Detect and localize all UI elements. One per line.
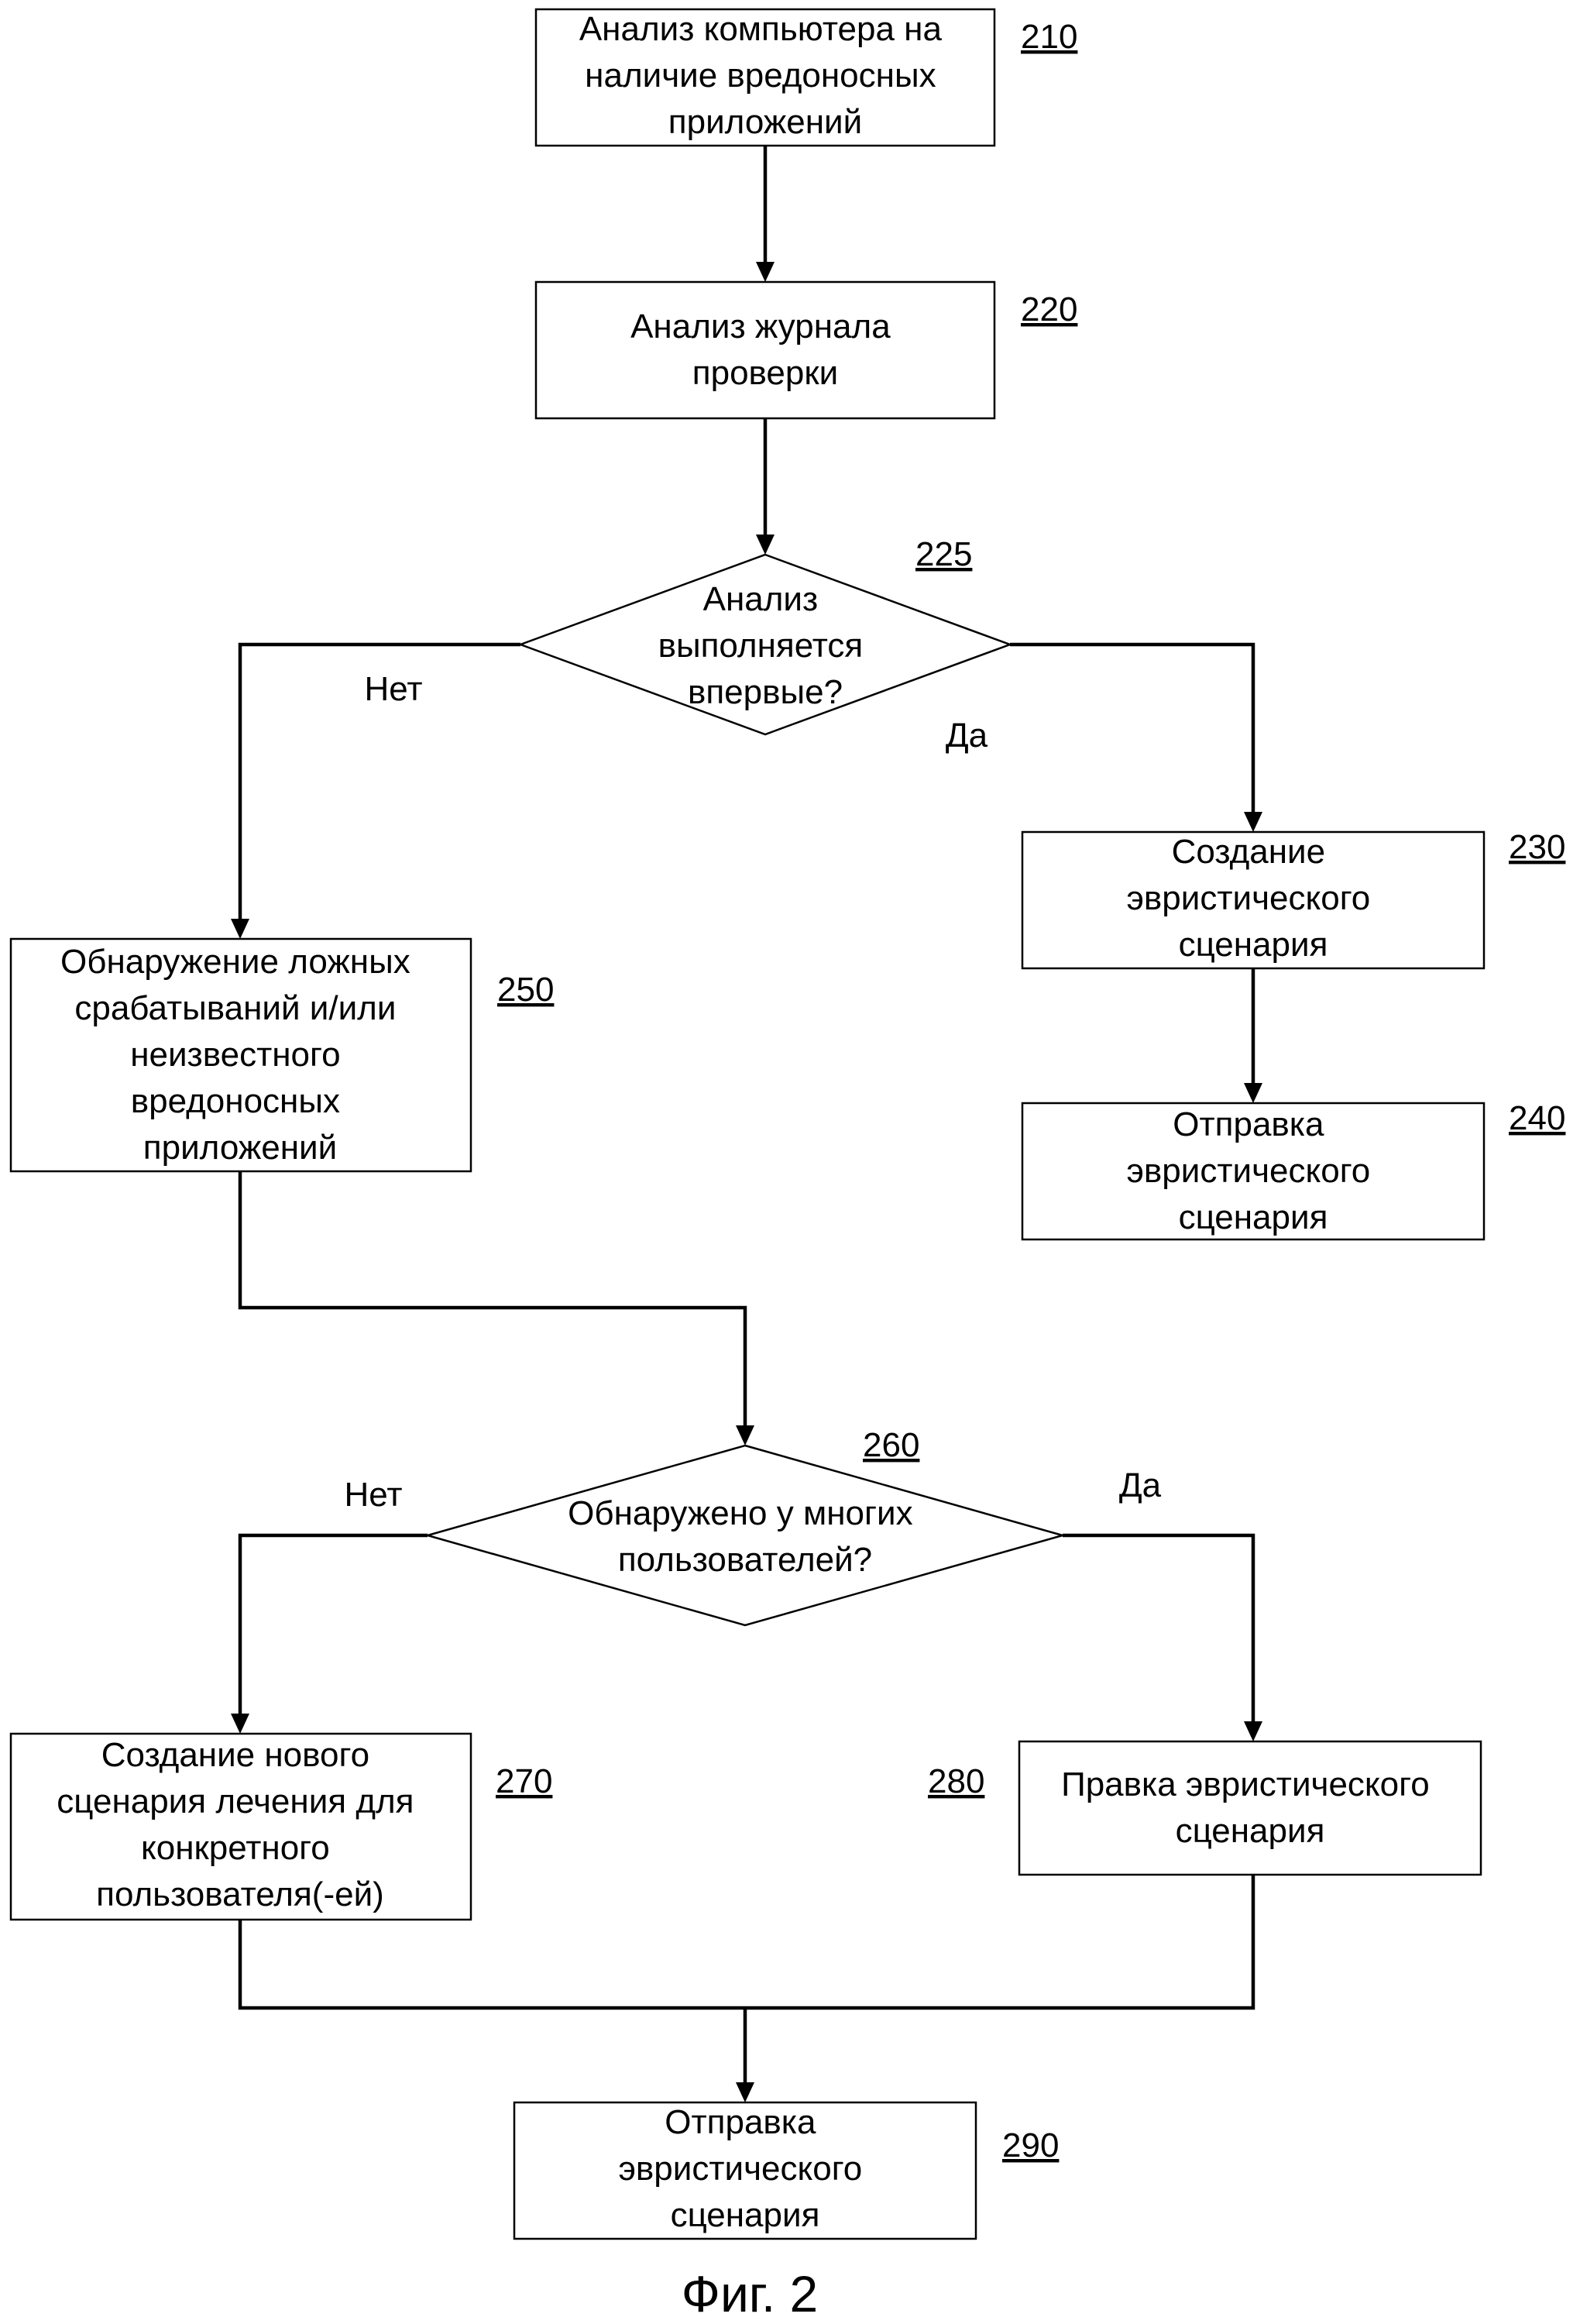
process-box-250	[9, 937, 472, 1173]
node-240-text: Отправка эвристического сценария	[1126, 1105, 1379, 1236]
node-240-line: Отправка	[1173, 1105, 1324, 1143]
node-250-line: вредоносных	[131, 1082, 340, 1120]
node-240: Отправка эвристического сценария 240	[1021, 1099, 1565, 1241]
decision-260-line: Обнаружено у многих	[568, 1494, 912, 1532]
edge-225-230	[1010, 642, 1255, 813]
connectors	[231, 146, 1262, 2102]
decision-260: Обнаружено у многих пользователей? 260 Н…	[345, 1426, 1162, 1627]
node-290-line: эвристического	[618, 2150, 862, 2188]
process-box-220	[534, 280, 996, 420]
edge-260-280	[1063, 1533, 1255, 1723]
node-270-line: пользователя(-ей)	[96, 1875, 384, 1913]
ref-number-220: 220	[1021, 290, 1077, 328]
decision-diamond-260	[424, 1444, 1066, 1627]
node-270: Создание нового сценария лечения для кон…	[9, 1732, 552, 1921]
node-240-line: эвристического	[1126, 1152, 1370, 1190]
node-250: Обнаружение ложных срабатываний и/или не…	[9, 937, 554, 1173]
node-210-text: Анализ компьютера на наличие вредоносных…	[579, 10, 951, 141]
node-290-line: Отправка	[665, 2103, 816, 2141]
node-290-line: сценария	[671, 2196, 820, 2234]
node-290: Отправка эвристического сценария 290	[513, 2101, 1059, 2240]
decision-225-text: Анализ выполняется впервые?	[658, 580, 873, 711]
ref-number-290: 290	[1002, 2126, 1059, 2164]
arrowhead-225-250	[231, 919, 249, 939]
arrowhead-merge-290	[736, 2082, 754, 2102]
process-box-280	[1018, 1740, 1482, 1876]
decision-225-line: Анализ	[703, 580, 819, 618]
node-220-line: Анализ журнала	[630, 308, 891, 346]
ref-number-250: 250	[497, 971, 554, 1009]
edge-label-yes-225: Да	[946, 717, 988, 755]
node-270-text: Создание нового сценария лечения для кон…	[57, 1736, 423, 1913]
arrowhead-260-280	[1244, 1721, 1262, 1741]
edge-225-250	[238, 642, 520, 920]
decision-225-line: выполняется	[658, 627, 864, 665]
node-270-line: конкретного	[141, 1829, 330, 1867]
ref-number-280: 280	[928, 1762, 984, 1800]
process-box-270	[9, 1732, 472, 1921]
node-210-line: Анализ компьютера на	[579, 10, 943, 48]
decision-260-text: Обнаружено у многих пользователей?	[568, 1494, 922, 1579]
node-250-line: приложений	[143, 1129, 337, 1167]
node-230: Создание эвристического сценария 230	[1021, 828, 1565, 970]
node-250-text: Обнаружение ложных срабатываний и/или не…	[60, 943, 420, 1167]
edge-label-no-260: Нет	[345, 1476, 403, 1514]
ref-number-210: 210	[1021, 18, 1077, 56]
ref-number-270: 270	[496, 1762, 552, 1800]
node-220-line: проверки	[692, 354, 838, 392]
ref-number-230: 230	[1509, 828, 1565, 866]
arrowhead-225-230	[1244, 812, 1262, 832]
decision-diamond-225	[517, 553, 1013, 736]
arrowhead-210-220	[756, 262, 775, 282]
process-box-240	[1021, 1102, 1486, 1241]
process-box-210	[534, 8, 996, 147]
node-230-text: Создание эвристического сценария	[1126, 833, 1379, 964]
edge-label-no-225: Нет	[365, 670, 423, 708]
node-220-text: Анализ журнала проверки	[630, 308, 900, 392]
decision-260-line: пользователей?	[618, 1541, 872, 1579]
figure-caption: Фиг. 2	[682, 2265, 818, 2322]
ref-number-240: 240	[1509, 1099, 1565, 1137]
node-230-line: эвристического	[1126, 879, 1370, 917]
node-230-line: сценария	[1179, 926, 1328, 964]
edge-260-270	[238, 1533, 428, 1715]
node-280-text: Правка эвристического сценария	[1061, 1765, 1439, 1850]
arrowhead-220-225	[756, 535, 775, 555]
node-210-line: наличие вредоносных	[585, 57, 936, 95]
ref-number-225: 225	[915, 535, 972, 573]
node-250-line: Обнаружение ложных	[60, 943, 410, 981]
node-250-line: срабатываний и/или	[74, 989, 396, 1027]
edge-label-yes-260: Да	[1119, 1466, 1162, 1504]
node-280-line: сценария	[1176, 1812, 1325, 1850]
node-240-line: сценария	[1179, 1198, 1328, 1236]
node-220: Анализ журнала проверки 220	[534, 280, 1077, 420]
node-290-text: Отправка эвристического сценария	[618, 2103, 871, 2234]
arrowhead-260-270	[231, 1714, 249, 1734]
node-280-line: Правка эвристического	[1061, 1765, 1430, 1803]
decision-225: Анализ выполняется впервые? 225 Нет Да	[365, 535, 1013, 755]
node-230-line: Создание	[1172, 833, 1325, 871]
node-250-line: неизвестного	[130, 1036, 340, 1074]
node-210-line: приложений	[668, 103, 862, 141]
node-270-line: Создание нового	[101, 1736, 369, 1774]
process-box-290	[513, 2101, 977, 2240]
arrowhead-230-240	[1244, 1083, 1262, 1103]
arrowhead-250-260	[736, 1425, 754, 1446]
process-box-230	[1021, 830, 1486, 970]
node-280: Правка эвристического сценария 280	[928, 1740, 1482, 1876]
ref-number-260: 260	[863, 1426, 919, 1464]
edge-250-260	[238, 1171, 747, 1427]
decision-225-line: впервые?	[688, 673, 843, 711]
node-270-line: сценария лечения для	[57, 1783, 414, 1820]
node-210: Анализ компьютера на наличие вредоносных…	[534, 8, 1077, 147]
